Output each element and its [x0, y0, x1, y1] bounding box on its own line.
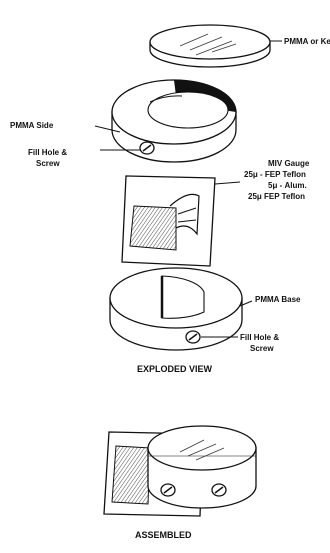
caption-exploded: EXPLODED VIEW — [137, 364, 213, 374]
label-base: PMMA Base — [255, 295, 301, 304]
miv-gauge — [121, 175, 216, 267]
label-fill-bottom-1: Fill Hole & — [240, 333, 279, 342]
caption-assembled: ASSEMBLED — [135, 530, 192, 540]
label-gauge-2: 25μ - FEP Teflon — [244, 170, 306, 179]
label-fill-top-1: Fill Hole & — [28, 148, 67, 157]
leader-gauge — [214, 181, 241, 185]
label-side: PMMA Side — [10, 121, 54, 130]
assembled-screw-left — [160, 483, 176, 497]
label-fill-bottom-2: Screw — [250, 344, 274, 353]
screw-bottom — [185, 330, 201, 344]
label-lid: PMMA or Kel-F — [284, 37, 330, 46]
label-gauge-3: 5μ - Alum. — [268, 181, 307, 190]
pmma-side — [111, 79, 237, 163]
screw-top — [139, 141, 155, 155]
assembled-cylinder — [147, 425, 257, 509]
pmma-base — [109, 267, 243, 351]
leader-side — [94, 125, 121, 133]
assembled-screw-right — [211, 483, 227, 497]
leader-base — [239, 300, 253, 307]
label-gauge-4: 25μ FEP Teflon — [248, 192, 305, 201]
label-gauge-1: MIV Gauge — [268, 159, 310, 168]
lid-disc — [149, 24, 271, 68]
label-fill-top-2: Screw — [36, 159, 60, 168]
